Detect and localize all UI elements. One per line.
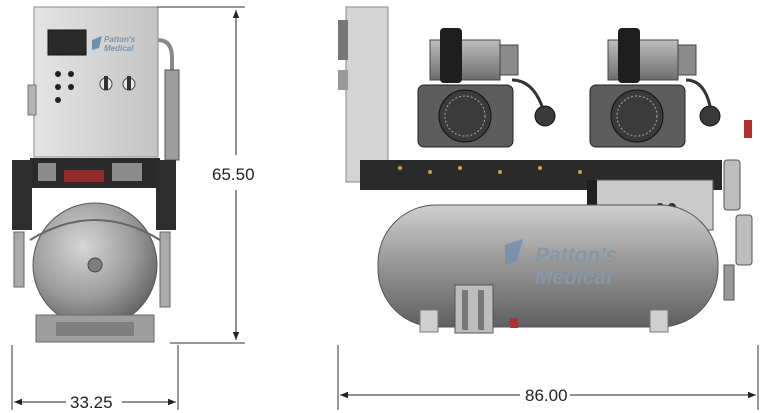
front-logo-line1: Patton's xyxy=(104,35,136,44)
indicator-lights xyxy=(55,71,74,103)
side-view: Patton's Medical xyxy=(338,6,753,334)
front-left-bracket xyxy=(12,160,32,230)
side-control-panel xyxy=(345,6,389,183)
front-width-label: 33.25 xyxy=(70,393,113,412)
control-display xyxy=(47,29,87,56)
side-width-label: 86.00 xyxy=(525,386,568,405)
compressor-unit-2 xyxy=(589,28,721,148)
compressor-unit-1 xyxy=(417,28,556,148)
front-width-dimension: 33.25 xyxy=(11,345,179,412)
side-logo: Patton's Medical xyxy=(505,239,617,289)
height-dimension: 65.50 xyxy=(157,6,255,344)
height-dimension-label: 65.50 xyxy=(212,165,255,184)
front-view: Patton's Medical xyxy=(12,6,180,343)
front-right-bracket xyxy=(156,160,176,230)
side-width-dimension: 86.00 xyxy=(337,345,759,410)
front-logo-line2: Medical xyxy=(104,44,134,53)
side-logo-line2: Medical xyxy=(535,266,613,289)
front-logo: Patton's Medical xyxy=(92,35,136,53)
side-logo-line1: Patton's xyxy=(535,244,617,267)
selector-switches xyxy=(99,76,136,91)
